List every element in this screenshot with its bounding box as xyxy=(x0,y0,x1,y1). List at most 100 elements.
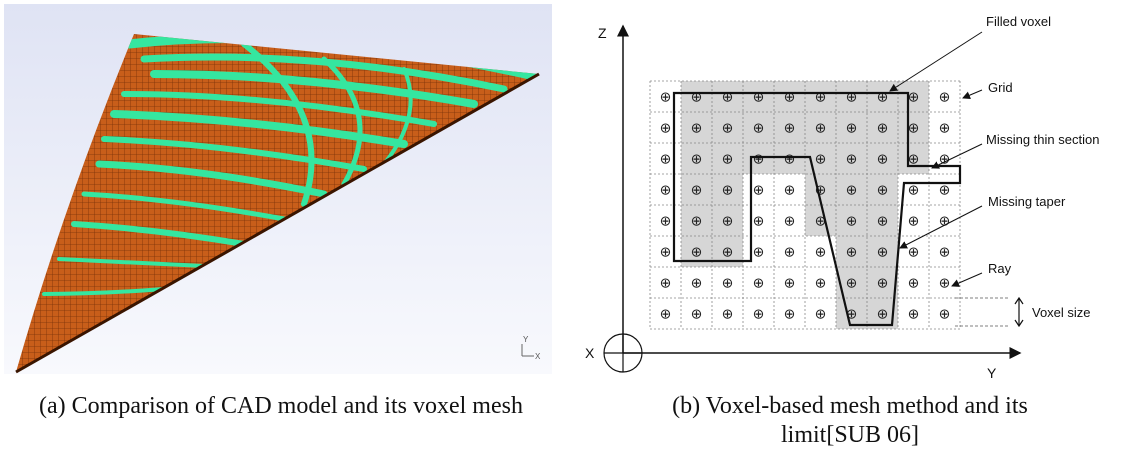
label-ray: Ray xyxy=(988,261,1012,276)
ray-marker: ⊕ xyxy=(815,151,827,167)
ray-marker: ⊕ xyxy=(908,120,920,136)
ray-marker: ⊕ xyxy=(908,244,920,260)
ray-marker: ⊕ xyxy=(784,182,796,198)
cad-voxel-image: Y X xyxy=(4,4,552,374)
filled-voxel-cell xyxy=(805,81,836,112)
label-missing-taper: Missing taper xyxy=(988,194,1066,209)
ray-marker: ⊕ xyxy=(908,151,920,167)
ray-marker: ⊕ xyxy=(939,182,951,198)
ray-marker: ⊕ xyxy=(722,120,734,136)
voxel-grid xyxy=(681,81,929,329)
cad-voxel-render: Y X xyxy=(4,4,552,374)
filled-voxel-cell xyxy=(805,112,836,143)
ray-marker: ⊕ xyxy=(815,89,827,105)
filled-voxel-cell xyxy=(681,81,712,112)
ray-marker: ⊕ xyxy=(846,244,858,260)
ray-marker: ⊕ xyxy=(846,275,858,291)
caption-b-line2: limit[SUB 06] xyxy=(780,422,919,448)
ray-marker: ⊕ xyxy=(846,151,858,167)
ray-marker: ⊕ xyxy=(660,275,672,291)
ray-marker: ⊕ xyxy=(815,213,827,229)
filled-voxel-cell xyxy=(836,143,867,174)
filled-voxel-cell xyxy=(712,174,743,205)
object-outline xyxy=(672,91,962,327)
filled-voxel-cell xyxy=(836,236,867,267)
filled-voxel-cell xyxy=(867,205,898,236)
filled-voxel-cell xyxy=(681,205,712,236)
filled-voxel-cell xyxy=(681,174,712,205)
ray-marker: ⊕ xyxy=(815,182,827,198)
label-filled-voxel: Filled voxel xyxy=(986,14,1051,29)
ray-marker: ⊕ xyxy=(753,275,765,291)
ray-marker: ⊕ xyxy=(691,306,703,322)
ray-marker: ⊕ xyxy=(722,275,734,291)
axis-triad-y: Y xyxy=(523,335,529,344)
ray-marker: ⊕ xyxy=(660,151,672,167)
ray-marker: ⊕ xyxy=(939,275,951,291)
axis-triad-x: X xyxy=(535,352,541,361)
caption-b-line1: (b) Voxel-based mesh method and its xyxy=(672,393,1028,419)
ray-marker: ⊕ xyxy=(722,89,734,105)
ray-marker: ⊕ xyxy=(722,306,734,322)
ray-marker: ⊕ xyxy=(753,244,765,260)
ray-marker: ⊕ xyxy=(660,213,672,229)
ray-marker: ⊕ xyxy=(784,275,796,291)
ray-marker: ⊕ xyxy=(691,213,703,229)
filled-voxel-cell xyxy=(712,143,743,174)
ray-marker: ⊕ xyxy=(846,182,858,198)
filled-voxel-cell xyxy=(712,205,743,236)
filled-voxel-cell xyxy=(712,81,743,112)
ray-marker: ⊕ xyxy=(722,244,734,260)
pointer-filled-voxel xyxy=(889,31,983,92)
filled-voxel-cell xyxy=(774,81,805,112)
ray-marker: ⊕ xyxy=(846,213,858,229)
filled-voxel-cell xyxy=(867,174,898,205)
ray-marker: ⊕ xyxy=(753,120,765,136)
filled-voxel-cell xyxy=(867,143,898,174)
z-axis-label: Z xyxy=(598,25,607,41)
ray-marker: ⊕ xyxy=(722,151,734,167)
ray-marker: ⊕ xyxy=(815,275,827,291)
ray-marker: ⊕ xyxy=(660,182,672,198)
ray-marker: ⊕ xyxy=(877,182,889,198)
filled-voxel-cell xyxy=(898,112,929,143)
mesh-edge xyxy=(15,72,540,374)
ray-marker: ⊕ xyxy=(908,306,920,322)
ray-marker: ⊕ xyxy=(877,89,889,105)
filled-voxel-cell xyxy=(836,81,867,112)
filled-voxel-cell xyxy=(836,267,867,298)
filled-voxel-cell xyxy=(867,267,898,298)
caption-b: (b) Voxel-based mesh method and its limi… xyxy=(600,392,1100,450)
grid-lines xyxy=(649,80,961,330)
x-axis-label: X xyxy=(585,345,595,361)
ray-marker: ⊕ xyxy=(660,244,672,260)
ray-marker: ⊕ xyxy=(877,151,889,167)
pointer-missing-taper xyxy=(899,205,983,249)
filled-voxel-cell xyxy=(712,112,743,143)
filled-voxel-cell xyxy=(836,112,867,143)
label-grid: Grid xyxy=(988,80,1013,95)
filled-voxel-cell xyxy=(867,236,898,267)
ray-marker: ⊕ xyxy=(908,182,920,198)
filled-voxel-cell xyxy=(836,174,867,205)
filled-voxel-cell xyxy=(774,143,805,174)
ray-marker: ⊕ xyxy=(691,120,703,136)
filled-voxel-cell xyxy=(743,112,774,143)
ray-marker: ⊕ xyxy=(877,306,889,322)
ray-marker: ⊕ xyxy=(908,213,920,229)
ray-marker: ⊕ xyxy=(691,182,703,198)
ray-marker: ⊕ xyxy=(660,306,672,322)
ray-marker: ⊕ xyxy=(939,213,951,229)
ray-marker: ⊕ xyxy=(691,275,703,291)
ray-marker: ⊕ xyxy=(691,89,703,105)
axis-triad xyxy=(521,344,534,357)
ray-marker: ⊕ xyxy=(939,306,951,322)
ray-marker: ⊕ xyxy=(877,244,889,260)
ray-marker: ⊕ xyxy=(660,89,672,105)
ray-marker: ⊕ xyxy=(939,151,951,167)
filled-voxel-cell xyxy=(867,112,898,143)
ray-marker: ⊕ xyxy=(939,244,951,260)
ray-marker: ⊕ xyxy=(908,275,920,291)
ray-marker: ⊕ xyxy=(753,213,765,229)
filled-voxel-cell xyxy=(898,81,929,112)
